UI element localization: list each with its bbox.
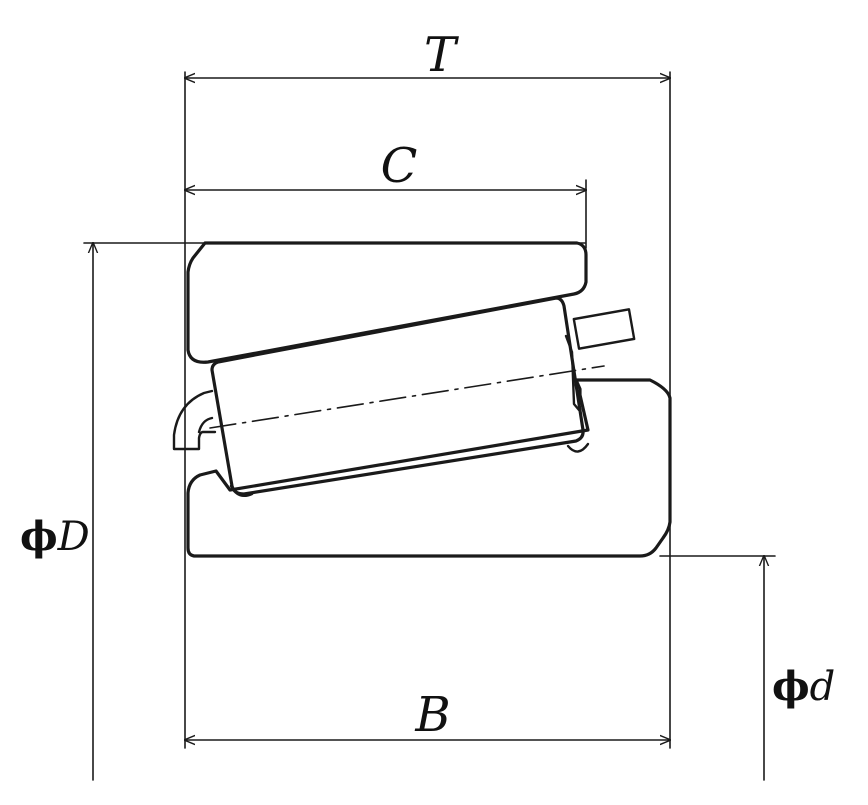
cage-left (172, 389, 217, 451)
tapered-roller (210, 296, 585, 496)
label-t: T (424, 27, 459, 83)
cage-right-pocket (572, 308, 636, 350)
roller-axis-line (209, 365, 605, 429)
label-phi-d-inner: ϕd (772, 663, 835, 710)
cage-right-strut (564, 334, 581, 412)
roller-fillet-right (566, 442, 590, 453)
label-b: B (414, 687, 450, 743)
dimension-lines (93, 78, 764, 781)
label-c: C (381, 138, 418, 194)
symbol-d-inner: d (810, 664, 836, 710)
phi-symbol-inner: ϕ (772, 663, 810, 710)
cage-left-arc (197, 416, 214, 434)
inner-ring (186, 378, 672, 558)
symbol-d-outer: D (57, 514, 90, 560)
roller-fillet-left (229, 484, 254, 497)
label-phi-d-outer: ϕD (20, 513, 90, 560)
phi-symbol-outer: ϕ (20, 513, 58, 560)
